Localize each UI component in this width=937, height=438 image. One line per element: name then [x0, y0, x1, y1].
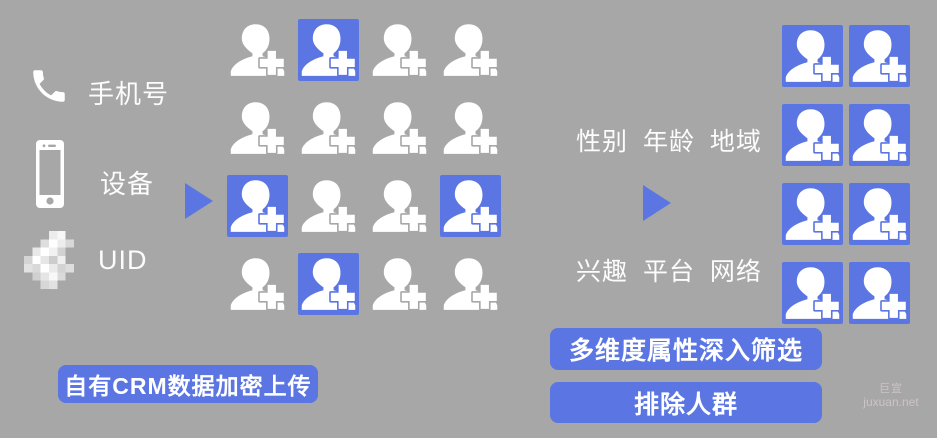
person-add-icon-highlighted — [227, 175, 288, 237]
source-label-device: 设备 — [100, 169, 155, 199]
person-add-icon-highlighted — [849, 25, 910, 87]
watermark-site: juxuan.net — [863, 394, 919, 409]
filtered-audience-grid — [782, 25, 910, 324]
watermark-brand: 巨宣 — [879, 383, 903, 395]
person-add-icon-highlighted — [782, 262, 843, 324]
right-arrow-icon — [185, 183, 213, 219]
person-add-icon-highlighted — [298, 253, 359, 315]
person-add-icon — [298, 97, 359, 159]
person-add-icon — [298, 175, 359, 237]
uid-pixelated-icon — [22, 231, 76, 294]
person-add-icon — [227, 97, 288, 159]
filter-label-interests: 兴趣 平台 网络 — [576, 258, 762, 286]
right-arrow-icon — [643, 185, 671, 221]
person-add-icon — [369, 97, 430, 159]
smartphone-icon — [36, 140, 64, 213]
exclude-audience-button[interactable]: 排除人群 — [550, 382, 822, 423]
person-add-icon — [440, 253, 501, 315]
person-add-icon-highlighted — [849, 104, 910, 166]
person-add-icon-highlighted — [782, 25, 843, 87]
person-add-icon — [369, 19, 430, 81]
person-add-icon-highlighted — [849, 183, 910, 245]
person-add-icon — [369, 253, 430, 315]
person-add-icon — [369, 175, 430, 237]
person-add-icon-highlighted — [440, 175, 501, 237]
person-add-icon — [227, 19, 288, 81]
source-label-uid: UID — [98, 245, 148, 275]
person-add-icon-highlighted — [298, 19, 359, 81]
watermark: 巨宣 juxuan.net — [860, 383, 922, 409]
person-add-icon — [440, 97, 501, 159]
person-add-icon-highlighted — [849, 262, 910, 324]
audience-pool-grid — [227, 19, 501, 315]
filter-label-demographics: 性别 年龄 地域 — [576, 128, 762, 156]
source-label-phone-number: 手机号 — [88, 79, 170, 109]
person-add-icon — [227, 253, 288, 315]
crm-upload-button[interactable]: 自有CRM数据加密上传 — [58, 365, 318, 403]
person-add-icon-highlighted — [782, 104, 843, 166]
phone-icon — [28, 64, 70, 113]
person-add-icon — [440, 19, 501, 81]
person-add-icon-highlighted — [782, 183, 843, 245]
multi-dimension-filter-button[interactable]: 多维度属性深入筛选 — [550, 328, 822, 370]
